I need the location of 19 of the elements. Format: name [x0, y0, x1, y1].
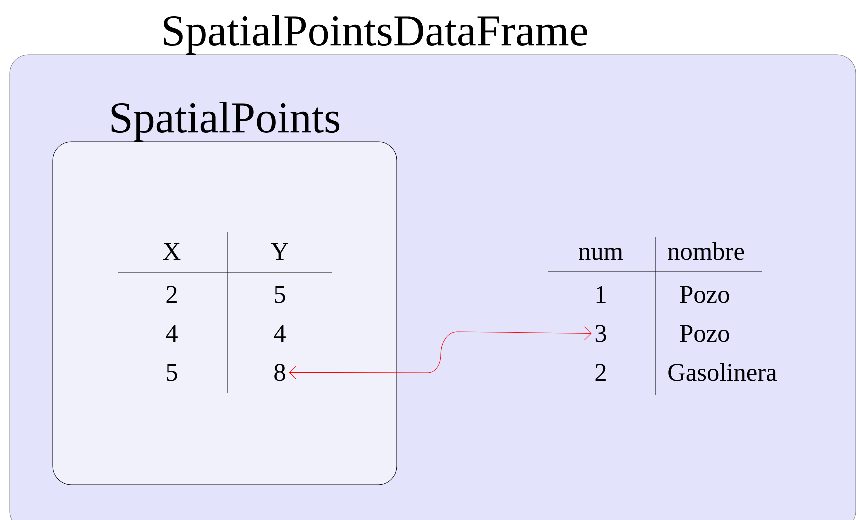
node-label: SpatialPointsDataFrame [164, 15, 588, 55]
table-cell: 4 [274, 325, 286, 342]
table-cell: 2 [596, 364, 606, 381]
table-cell: 5 [167, 364, 178, 382]
table-cell: 3 [596, 325, 606, 342]
table-cell: 8 [274, 364, 286, 382]
table-cell: Y [271, 243, 288, 260]
table-cell: 2 [166, 286, 177, 303]
table-cell: 4 [166, 325, 178, 342]
table-cell: Pozo [680, 325, 730, 342]
table-cell: X [163, 243, 181, 260]
table-cell: Gasolinera [668, 363, 777, 382]
table-cell: 5 [275, 286, 286, 304]
table-cell: num [579, 248, 624, 260]
table-cell: nombre [668, 242, 744, 260]
table-cell: Pozo [680, 286, 730, 304]
node-label: SpatialPoints [112, 102, 340, 142]
arrow [289, 326, 592, 380]
table-cell: 1 [596, 286, 606, 303]
